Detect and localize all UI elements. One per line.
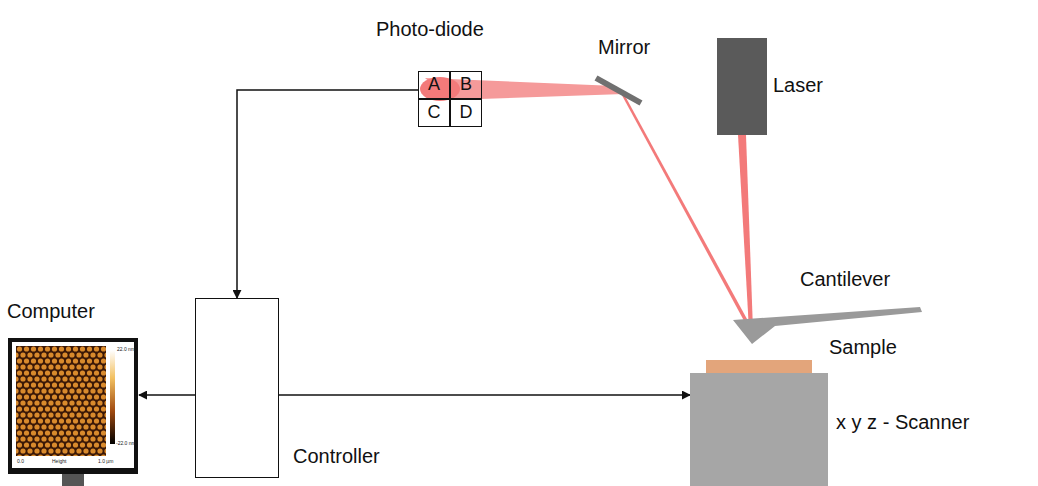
screen-label: -22.0 nm [116, 441, 136, 447]
component-label: Laser [773, 74, 823, 96]
monitor-stand [62, 474, 84, 486]
monitor-screen [12, 342, 134, 468]
quadrant-letter: A [419, 75, 449, 95]
photodiode-quadrant: D [450, 99, 482, 127]
photodiode-quadrant: A [418, 71, 450, 99]
quadrant-letter: D [451, 103, 481, 123]
quadrant-letter: C [419, 103, 449, 123]
laser-beam [738, 135, 753, 330]
height-map [16, 346, 106, 456]
signal-wire [279, 394, 690, 396]
mirror [596, 78, 641, 103]
monitor-bezel [8, 338, 138, 474]
quadrant-letter: B [451, 75, 481, 95]
component-box: Sample [706, 360, 812, 373]
part-label: Cantilever [800, 268, 890, 290]
component-box: Computer [8, 338, 138, 474]
screen-label: 1.0 µm [98, 459, 113, 465]
component-box: x y z - Scanner [690, 373, 828, 486]
color-bar [110, 350, 115, 444]
component-label: Photo-diode [376, 18, 484, 40]
photodiode-quadrant: B [450, 71, 482, 99]
part-label: Mirror [598, 36, 650, 58]
component-box: Controller [195, 298, 279, 478]
component-label: Controller [293, 445, 380, 467]
signal-wire [237, 90, 418, 298]
component-label: Sample [829, 336, 897, 358]
signal-wire [139, 394, 195, 396]
component-box: Photo-diodeABCD [418, 71, 482, 127]
component-box: Laser [717, 38, 767, 135]
screen-label: 22.0 nm [117, 347, 135, 353]
screen-label: Height [52, 459, 66, 465]
component-label: x y z - Scanner [836, 411, 969, 433]
component-label: Computer [7, 300, 95, 322]
screen-label: 0.0 [17, 459, 24, 465]
photodiode-quadrant: C [418, 99, 450, 127]
